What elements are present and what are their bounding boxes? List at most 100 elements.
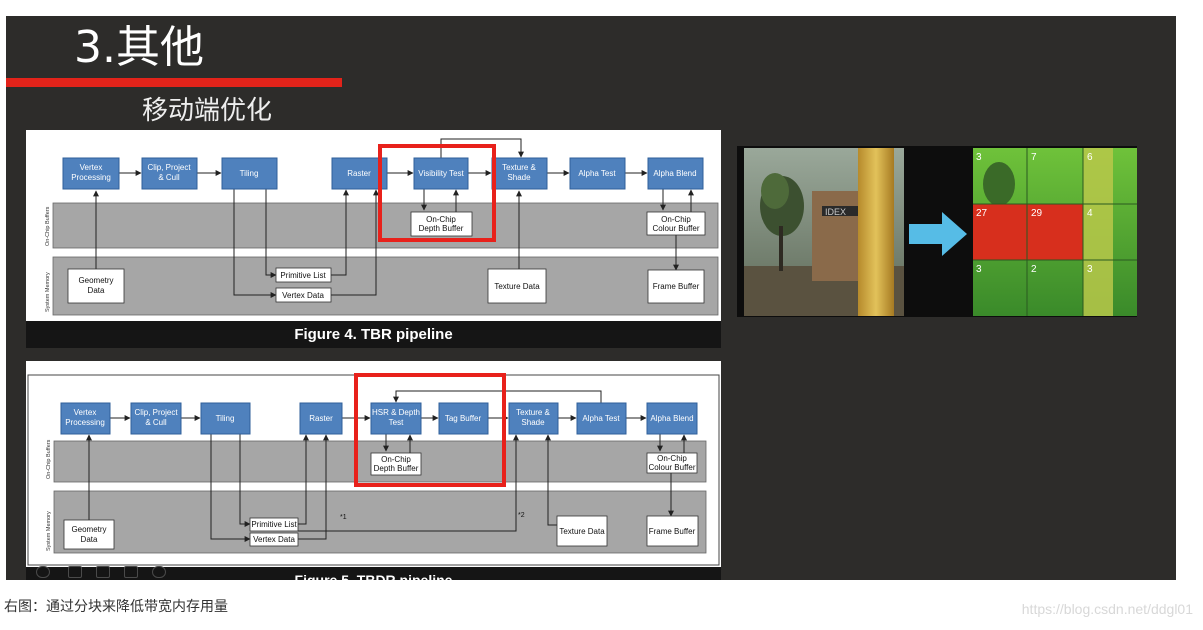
watermark-url: https://blog.csdn.net/ddgl01 — [1021, 601, 1193, 617]
on-chip-band-label: On-Chip Buffers — [46, 439, 52, 479]
video-toolbar — [6, 564, 726, 580]
arrow-tiling-primlist — [265, 188, 277, 278]
tbdr-highlight-box — [354, 373, 506, 487]
block-label: Processing — [71, 173, 111, 182]
block-label: & Cull — [145, 418, 167, 427]
grid-icon[interactable] — [96, 566, 110, 578]
tile-count: 3 — [1087, 264, 1093, 275]
arrow-tiling-vertexdata — [210, 433, 251, 542]
block-alpha-blend: Alpha Blend — [646, 402, 698, 435]
slide-subtitle: 移动端优化 — [142, 96, 273, 126]
box-label: Texture Data — [559, 527, 605, 536]
block-label: Texture & — [516, 408, 550, 417]
block-raster: Raster — [331, 157, 388, 190]
block-label: Tiling — [216, 414, 235, 423]
box-label: On-Chip — [661, 215, 691, 224]
block-label: Texture & — [502, 163, 536, 172]
scene-sign-text: IDEX — [825, 207, 846, 217]
block-vertex-processing: Vertex Processing — [60, 402, 111, 435]
box-label: On-Chip — [657, 454, 687, 463]
tile-count: 2 — [1031, 264, 1037, 275]
scene-svg: IDEX 3 7 6 27 29 — [744, 148, 1137, 316]
block-label: Visibility Test — [418, 169, 464, 178]
box-label: Texture Data — [494, 282, 540, 291]
block-visibility-test: Visibility Test — [413, 157, 469, 190]
block-label: Test — [389, 418, 404, 427]
block-label: Raster — [347, 169, 371, 178]
box-label: Colour Buffer — [653, 224, 700, 233]
block-label: Shade — [521, 418, 545, 427]
box-label: Data — [88, 286, 105, 295]
block-label: Alpha Blend — [653, 169, 696, 178]
block-label: Raster — [309, 414, 333, 423]
tile-count: 6 — [1087, 152, 1093, 163]
box-geometry-data: Geometry Data — [67, 268, 125, 304]
tile-count: 27 — [976, 208, 988, 219]
box-primitive-list: Primitive List — [249, 517, 299, 532]
box-label: Depth Buffer — [419, 224, 464, 233]
arrow-primlist-raster — [298, 434, 309, 525]
box-primitive-list: Primitive List — [275, 267, 332, 283]
more-icon[interactable] — [152, 566, 166, 578]
arrow-vertexdata-raster — [298, 434, 329, 540]
block-raster: Raster — [299, 402, 343, 435]
arrow-loop-top — [393, 390, 602, 403]
tbr-diagram: On-Chip Buffers System Memory — [45, 138, 719, 316]
play-icon[interactable] — [36, 566, 50, 578]
slide-frame: 3.其他 移动端优化 On-Chip Buffers System Memory — [6, 16, 1176, 580]
arrow-vertexdata-texture — [298, 434, 519, 532]
tile-count: 7 — [1031, 152, 1037, 163]
block-label: & Cull — [158, 173, 180, 182]
arrow-vertexdata-raster — [331, 189, 379, 296]
box-depth-buffer: On-Chip Depth Buffer — [410, 211, 473, 237]
block-alpha-blend: Alpha Blend — [647, 157, 704, 190]
image-caption: 右图：通过分块来降低带宽内存用量 — [4, 599, 228, 615]
box-colour-buffer: On-Chip Colour Buffer — [646, 452, 698, 474]
block-texture-shade: Texture & Shade — [491, 157, 548, 190]
tile-count: 4 — [1087, 208, 1093, 219]
box-label: Geometry — [71, 525, 106, 534]
box-frame-buffer: Frame Buffer — [647, 269, 705, 304]
camera-icon[interactable] — [124, 566, 138, 578]
arrow-loop-top — [440, 138, 524, 158]
tile-count: 3 — [976, 152, 982, 163]
note-1: *1 — [340, 514, 347, 521]
block-label: Shade — [507, 173, 531, 182]
tbdr-figure-caption: Figure 5. TBDR pipeline — [26, 567, 721, 580]
block-clip-project-cull: Clip, Project & Cull — [141, 157, 198, 190]
block-label: Tiling — [240, 169, 259, 178]
block-label: HSR & Depth — [372, 408, 420, 417]
tbdr-pipeline-figure: On-Chip Buffers System Memory *1 *2 — [26, 361, 721, 580]
box-vertex-data: Vertex Data — [275, 287, 332, 303]
system-memory-band — [52, 256, 719, 316]
block-label: Processing — [65, 418, 105, 427]
box-label: Colour Buffer — [649, 463, 696, 472]
box-label: Depth Buffer — [374, 464, 419, 473]
tiled-scene-illustration: IDEX 3 7 6 27 29 — [737, 146, 1137, 317]
system-memory-band — [53, 490, 707, 554]
block-vertex-processing: Vertex Processing — [62, 157, 120, 190]
tile-count: 29 — [1031, 208, 1043, 219]
tbdr-diagram: On-Chip Buffers System Memory *1 *2 — [27, 373, 720, 566]
arrow-tiling-primlist — [239, 433, 251, 527]
block-tiling: Tiling — [221, 157, 278, 190]
box-label: Geometry — [78, 276, 113, 285]
box-frame-buffer: Frame Buffer — [646, 515, 699, 547]
block-label: Alpha Test — [578, 169, 616, 178]
box-vertex-data: Vertex Data — [249, 532, 299, 547]
tbr-figure-caption: Figure 4. TBR pipeline — [26, 321, 721, 348]
high-overdraw-tiles — [973, 204, 1083, 260]
block-tiling: Tiling — [200, 402, 251, 435]
tbr-highlight-box — [378, 144, 496, 242]
pen-icon[interactable] — [68, 566, 82, 578]
box-label: On-Chip — [381, 455, 411, 464]
box-label: Primitive List — [251, 520, 297, 529]
block-label: Alpha Test — [582, 414, 620, 423]
tile-count: 3 — [976, 264, 982, 275]
block-tag-buffer: Tag Buffer — [438, 402, 489, 435]
scene-original: IDEX — [744, 148, 904, 316]
block-alpha-test: Alpha Test — [569, 157, 626, 190]
on-chip-band-label: On-Chip Buffers — [45, 206, 51, 246]
box-texture-data: Texture Data — [487, 268, 547, 304]
note-2: *2 — [518, 512, 525, 519]
